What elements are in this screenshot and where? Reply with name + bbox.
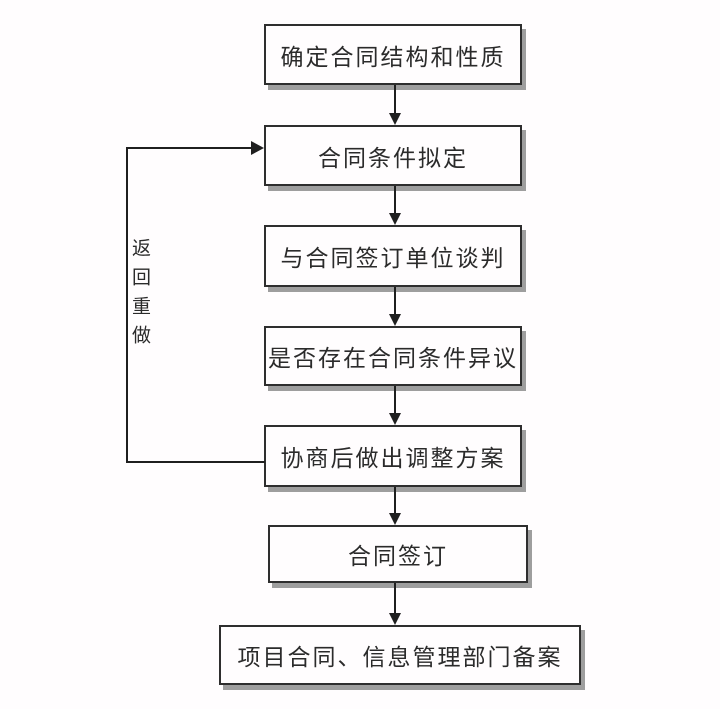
arrow-n6-to-n7 <box>389 583 401 625</box>
feedback-loop-bottom-line <box>126 461 265 463</box>
arrow-n3-to-n4 <box>389 287 401 326</box>
flow-node-draft-contract-terms: 合同条件拟定 <box>264 125 522 186</box>
feedback-loop-top-line <box>126 147 252 149</box>
arrow-n5-to-n6 <box>389 487 401 525</box>
feedback-loop-label: 返回重做 <box>129 238 150 354</box>
flow-node-negotiate-with-signing-party: 与合同签订单位谈判 <box>264 225 522 287</box>
flow-node-adjustment-plan: 协商后做出调整方案 <box>264 425 522 487</box>
flow-node-check-term-objections: 是否存在合同条件异议 <box>264 326 522 386</box>
arrow-n2-to-n3 <box>389 186 401 225</box>
flow-node-filing-with-departments: 项目合同、信息管理部门备案 <box>219 625 581 685</box>
arrow-n1-to-n2 <box>389 85 401 125</box>
flow-node-sign-contract: 合同签订 <box>268 525 528 583</box>
arrow-n4-to-n5 <box>389 386 401 425</box>
flow-node-determine-contract-structure: 确定合同结构和性质 <box>264 24 522 85</box>
feedback-loop-arrowhead-icon <box>251 141 264 155</box>
feedback-loop-vertical-line <box>126 147 128 463</box>
